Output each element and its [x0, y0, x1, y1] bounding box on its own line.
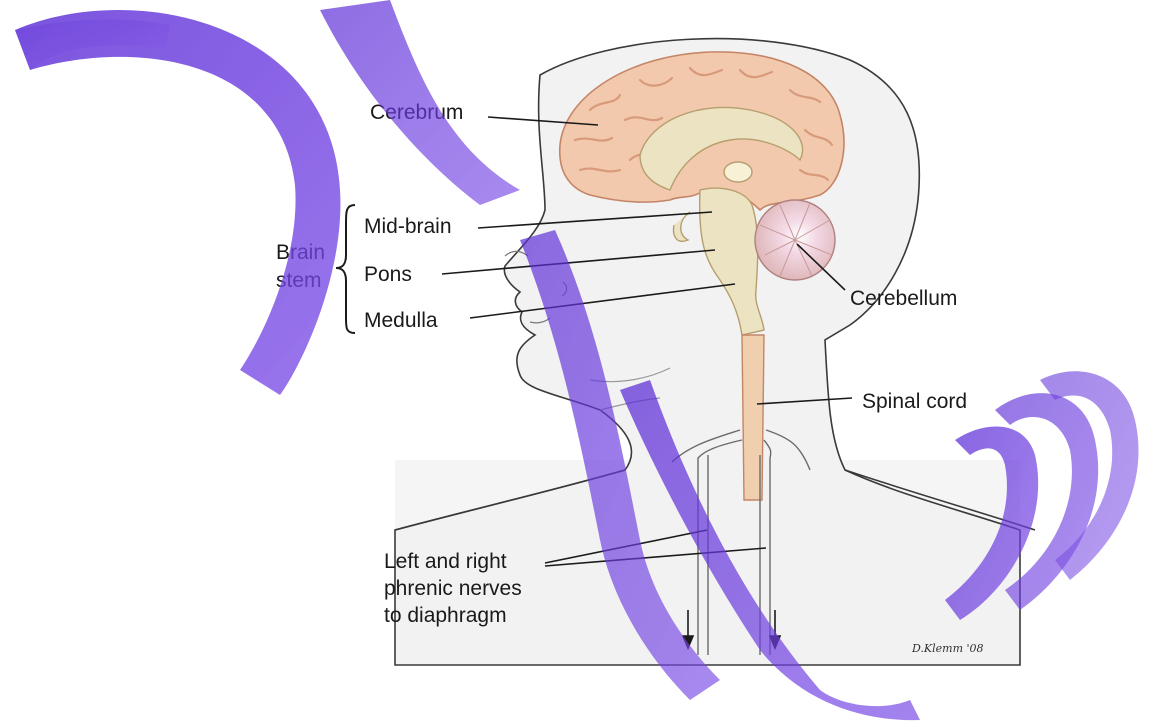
- label-medulla: Medulla: [364, 309, 438, 332]
- label-phrenic-line1: Left and right: [384, 550, 507, 573]
- label-pons: Pons: [364, 263, 412, 286]
- label-spinal-cord: Spinal cord: [862, 390, 967, 413]
- artist-signature: D.Klemm '08: [911, 642, 984, 655]
- label-phrenic-line3: to diaphragm: [384, 604, 507, 627]
- thalamus-shape: [724, 162, 752, 182]
- label-cerebellum: Cerebellum: [850, 287, 957, 310]
- label-phrenic-line2: phrenic nerves: [384, 577, 522, 600]
- label-mid-brain: Mid-brain: [364, 215, 452, 238]
